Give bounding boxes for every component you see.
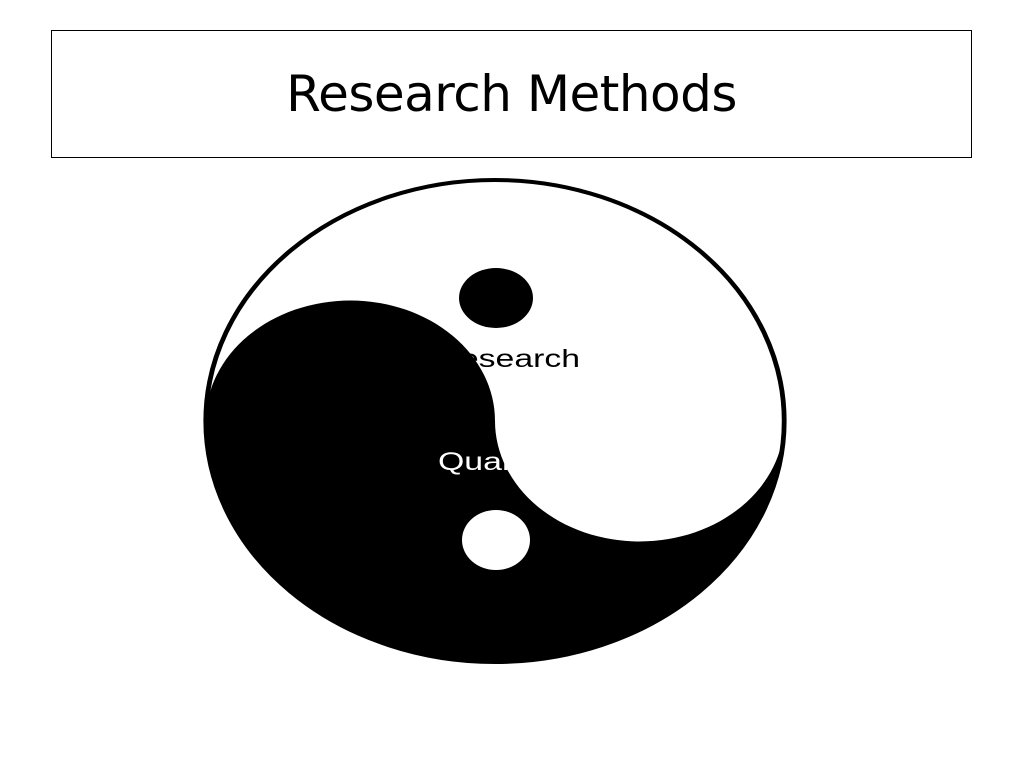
yin-yang-dark-half — [205, 300, 785, 662]
title-box: Research Methods — [51, 30, 972, 158]
light-dot — [462, 510, 530, 570]
dark-dot — [459, 268, 533, 328]
quantitative-label: Quantitative Research — [246, 345, 580, 373]
yin-yang-outline — [203, 178, 787, 664]
slide-title: Research Methods — [286, 65, 737, 123]
qualitative-label: Qualitative Research — [438, 448, 752, 476]
